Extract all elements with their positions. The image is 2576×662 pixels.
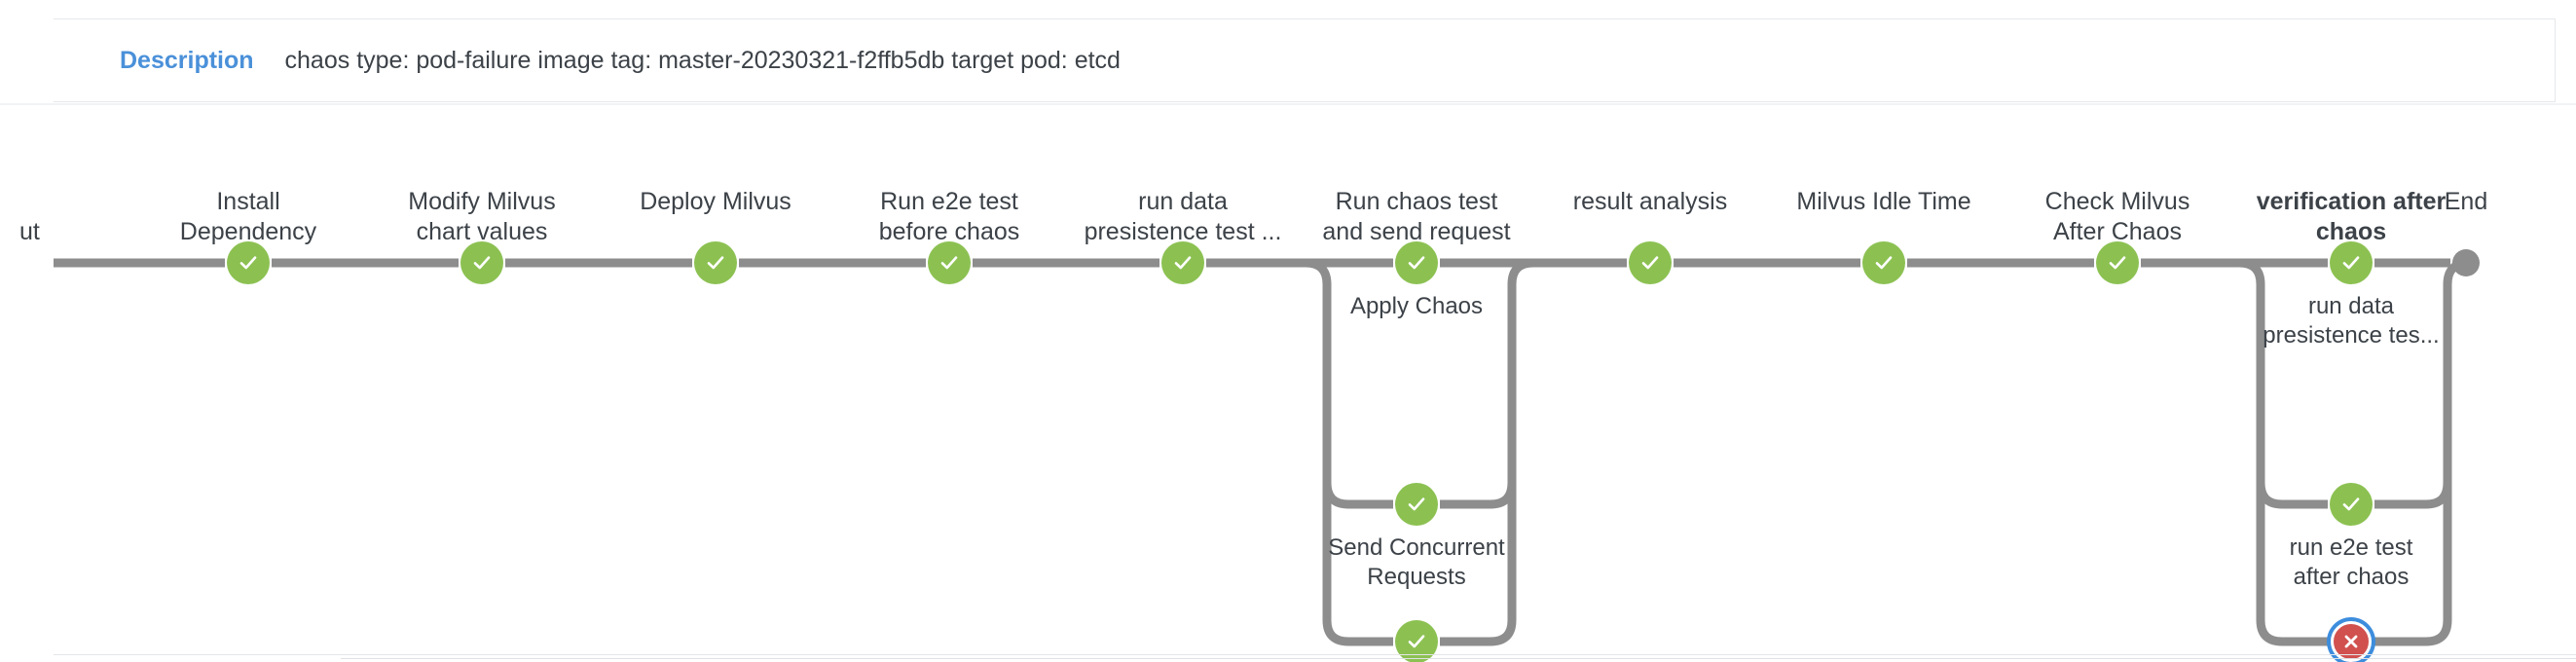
stage-label-check-milvus-after-chaos: Check Milvus After Chaos: [2044, 188, 2190, 245]
verify-branch-child-node-0[interactable]: [2330, 241, 2373, 284]
chaos-branch-child-label-1: Send Concurrent Requests: [1328, 534, 1505, 590]
stage-node-result-analysis[interactable]: [1629, 241, 1672, 284]
stage-node-run-data-presistence-test[interactable]: [1161, 241, 1204, 284]
stage-node-deploy-milvus[interactable]: [694, 241, 737, 284]
verify-branch-child-label-1: run e2e test after chaos: [2289, 534, 2413, 590]
stage-label-modify-milvus-chart-values: Modify Milvus chart values: [408, 188, 556, 245]
stage-label-truncated: ut: [19, 218, 40, 245]
stage-label-milvus-idle-time: Milvus Idle Time: [1796, 188, 1971, 215]
chaos-branch-child-label-0: Apply Chaos: [1349, 293, 1484, 319]
description-label: Description: [120, 46, 254, 74]
stage-label-deploy-milvus: Deploy Milvus: [640, 188, 791, 215]
banner-divider: [0, 103, 2576, 105]
stage-label-result-analysis: result analysis: [1572, 188, 1728, 215]
chaos-branch-child-node-0[interactable]: [1395, 241, 1438, 284]
verify-branch-child-node-2[interactable]: [2331, 621, 2372, 662]
stage-label-end: End: [2444, 188, 2488, 215]
verify-branch-child-label-0: run data presistence tes...: [2263, 293, 2440, 349]
chaos-branch-child-node-2[interactable]: [1395, 620, 1438, 662]
stage-label-run-chaos-test-and-send-request: Run chaos test and send request: [1322, 188, 1511, 245]
chaos-branch-child-node-1[interactable]: [1395, 483, 1438, 526]
stage-label-run-e2e-test-before-chaos: Run e2e test before chaos: [878, 188, 1020, 245]
description-text: chaos type: pod-failure image tag: maste…: [284, 46, 1121, 74]
stage-node-milvus-idle-time[interactable]: [1862, 241, 1905, 284]
stage-node-end[interactable]: [2452, 249, 2480, 276]
stage-node-modify-milvus-chart-values[interactable]: [460, 241, 503, 284]
stage-label-verification-after-chaos: verification after chaos: [2256, 188, 2447, 245]
verify-branch-child-node-1[interactable]: [2330, 483, 2373, 526]
stage-label-install-dependency: Install Dependency: [179, 188, 317, 245]
pipeline-edges: [54, 258, 2477, 646]
stage-node-check-milvus-after-chaos[interactable]: [2096, 241, 2139, 284]
stage-node-run-e2e-test-before-chaos[interactable]: [928, 241, 971, 284]
description-banner: Description chaos type: pod-failure imag…: [54, 18, 2556, 102]
stage-node-install-dependency[interactable]: [227, 241, 270, 284]
bottom-divider-secondary: [341, 658, 2576, 659]
stage-label-run-data-presistence-test: run data presistence test ...: [1084, 188, 1282, 245]
bottom-divider: [54, 654, 2576, 655]
